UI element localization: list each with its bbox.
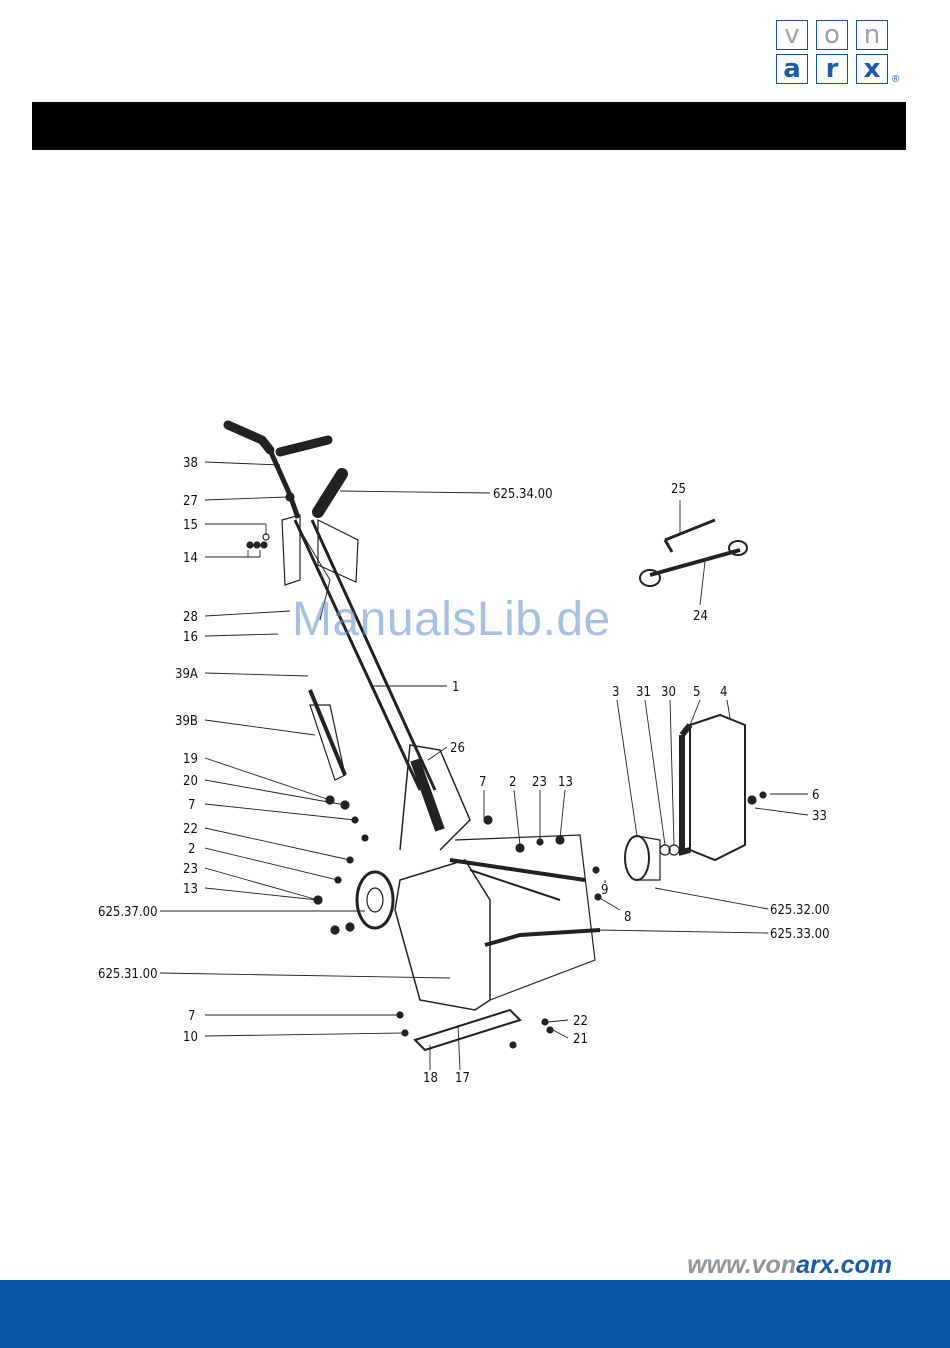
- part-label: 2: [509, 775, 516, 790]
- part-label: 30: [661, 685, 676, 700]
- part-label: 21: [573, 1032, 588, 1047]
- handle-grip-top: [280, 440, 328, 452]
- part-label: 625.34.00: [493, 487, 553, 502]
- url-suffix: .com: [834, 1251, 892, 1279]
- url-von: von: [752, 1251, 796, 1279]
- part-label: 25: [671, 482, 686, 497]
- part-label: 8: [624, 910, 631, 925]
- part-label: 7: [479, 775, 486, 790]
- watermark: ManualsLib.de: [292, 592, 611, 647]
- handle-grip-left: [228, 425, 270, 450]
- part-label: 20: [183, 774, 198, 789]
- part-label: 14: [183, 551, 198, 566]
- part-label: 2: [188, 842, 195, 857]
- part-label: 1: [452, 680, 459, 695]
- part-label: 39B: [175, 714, 198, 729]
- part-label: 625.32.00: [770, 903, 830, 918]
- part-label: 19: [183, 752, 198, 767]
- part-label: 5: [693, 685, 700, 700]
- url-brand: arx: [796, 1251, 834, 1279]
- part-label: 22: [183, 822, 198, 837]
- part-label: 10: [183, 1030, 198, 1045]
- part-label: 23: [183, 862, 198, 877]
- part-label: 18: [423, 1071, 438, 1086]
- part-label: 6: [812, 788, 819, 803]
- part-label: 625.37.00: [98, 905, 158, 920]
- part-label: 28: [183, 610, 198, 625]
- part-label: 24: [693, 609, 708, 624]
- part-label: 16: [183, 630, 198, 645]
- part-label: 4: [720, 685, 727, 700]
- part-label: 27: [183, 494, 198, 509]
- part-label: 625.33.00: [770, 927, 830, 942]
- part-label: 39A: [175, 667, 198, 682]
- part-label: 3: [612, 685, 619, 700]
- handle-bar: [270, 450, 298, 518]
- part-label: 7: [188, 1009, 195, 1024]
- part-label: 17: [455, 1071, 470, 1086]
- website-url[interactable]: www.vonarx.com: [687, 1251, 892, 1280]
- part-label: 31: [636, 685, 651, 700]
- part-label: 625.31.00: [98, 967, 158, 982]
- part-label: 33: [812, 809, 827, 824]
- part-label: 13: [183, 882, 198, 897]
- part-label: 15: [183, 518, 198, 533]
- part-label: 7: [188, 798, 195, 813]
- part-label: 22: [573, 1014, 588, 1029]
- part-label: 23: [532, 775, 547, 790]
- part-label: 13: [558, 775, 573, 790]
- footer-bar: [0, 1280, 950, 1348]
- handle-grip-right: [318, 474, 342, 512]
- part-label: 26: [450, 741, 465, 756]
- part-label: 9: [601, 883, 608, 898]
- part-label: 38: [183, 456, 198, 471]
- url-prefix: www.: [687, 1251, 751, 1279]
